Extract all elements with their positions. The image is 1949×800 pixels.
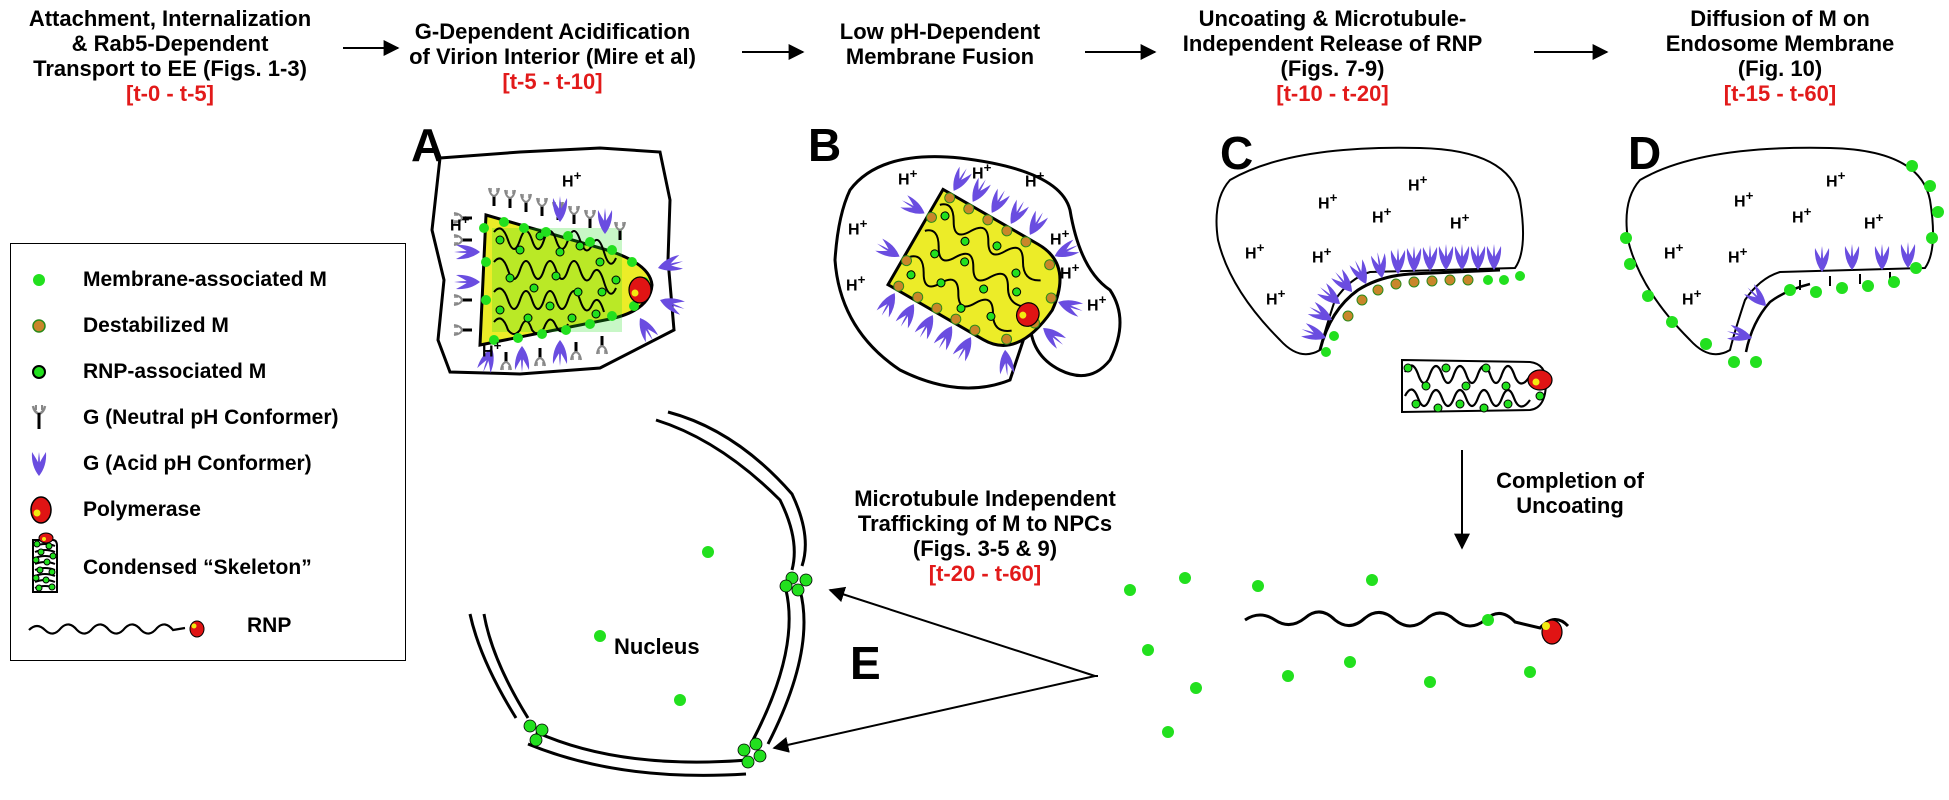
released-skeleton — [1401, 358, 1553, 414]
nuclear-m-dots — [594, 546, 714, 706]
polymerase-icon — [30, 496, 52, 524]
hplus-d4: H+ — [1864, 210, 1884, 233]
hplus-c6: H+ — [1312, 244, 1332, 267]
panel-letter-a: A — [411, 119, 445, 171]
nuclear-pore-m — [523, 571, 813, 769]
completion-label: Completion of Uncoating — [1496, 468, 1644, 518]
hplus-c3: H+ — [1372, 204, 1392, 227]
arrow-to-npc-lower — [772, 675, 1096, 753]
hplus-b3: H+ — [1025, 168, 1045, 191]
hplus-a3: H+ — [482, 338, 502, 361]
legend-item-membrane-m: Membrane-associated M — [11, 262, 407, 298]
trafficking-arrows — [772, 586, 1098, 753]
hplus-d7: H+ — [1682, 286, 1702, 309]
hplus-c2: H+ — [1408, 172, 1428, 195]
destabilized-m-icon — [32, 319, 46, 333]
hplus-a2: H+ — [450, 212, 470, 235]
panel-a-endosome — [430, 146, 687, 376]
hplus-c7: H+ — [1266, 286, 1286, 309]
nucleus — [468, 410, 807, 777]
hplus-c5: H+ — [1245, 240, 1265, 263]
panel-letter-c: C — [1220, 127, 1254, 179]
free-m-dots — [1124, 572, 1536, 738]
hplus-c1: H+ — [1318, 190, 1338, 213]
stage-title-4: Uncoating & Microtubule- Independent Rel… — [1150, 6, 1515, 106]
hplus-a1: H+ — [562, 168, 582, 191]
rnp-m-icon — [32, 365, 46, 379]
legend-item-rnp-m: RNP-associated M — [11, 354, 407, 390]
trafficking-time: [t-20 - t-60] — [928, 561, 1042, 586]
legend-item-g-acid: G (Acid pH Conformer) — [11, 446, 407, 482]
stage-title-1: Attachment, Internalization & Rab5-Depen… — [0, 6, 340, 106]
stage-time-2: [t-5 - t-10] — [502, 69, 603, 94]
hplus-b1: H+ — [898, 166, 918, 189]
panel-letter-d: D — [1628, 127, 1662, 179]
hplus-c4: H+ — [1450, 210, 1470, 233]
hplus-d5: H+ — [1664, 240, 1684, 263]
panel-letter-e: E — [850, 637, 881, 689]
stage-title-2: G-Dependent Acidification of Virion Inte… — [370, 19, 735, 94]
trafficking-label: Microtubule Independent Trafficking of M… — [820, 486, 1150, 586]
stage-title-3: Low pH-Dependent Membrane Fusion — [839, 19, 1041, 69]
nucleus-label: Nucleus — [614, 634, 700, 659]
legend-item-skeleton: Condensed “Skeleton” — [11, 532, 407, 598]
g-neutral-icon — [31, 405, 47, 429]
skeleton-icon — [32, 532, 58, 593]
hplus-d3: H+ — [1792, 204, 1812, 227]
hplus-b8: H+ — [1087, 292, 1107, 315]
hplus-d2: H+ — [1826, 168, 1846, 191]
legend: Membrane-associated M Destabilized M RNP… — [10, 243, 406, 661]
legend-item-polymerase: Polymerase — [11, 492, 407, 528]
hplus-b7: H+ — [846, 272, 866, 295]
stage-time-4: [t-10 - t-20] — [1276, 81, 1389, 106]
rnp-icon — [28, 620, 205, 638]
hplus-b4: H+ — [848, 216, 868, 239]
panel-letter-b: B — [808, 119, 842, 171]
membrane-m-icon — [33, 274, 45, 286]
stage-time-5: [t-15 - t-60] — [1723, 81, 1837, 106]
g-acid-icon — [31, 452, 47, 476]
hplus-b5: H+ — [1050, 226, 1070, 249]
legend-item-rnp: RNP — [11, 608, 407, 644]
hplus-d1: H+ — [1734, 188, 1754, 211]
legend-item-g-neutral: G (Neutral pH Conformer) — [11, 400, 407, 436]
free-rnp — [1244, 610, 1570, 645]
hplus-b2: H+ — [972, 160, 992, 183]
hplus-b6: H+ — [1060, 260, 1080, 283]
stage-time-1: [t-0 - t-5] — [126, 81, 214, 106]
stage-title-5: Diffusion of M on Endosome Membrane (Fig… — [1640, 6, 1920, 106]
hplus-d6: H+ — [1728, 244, 1748, 267]
legend-item-destabilized-m: Destabilized M — [11, 308, 407, 344]
